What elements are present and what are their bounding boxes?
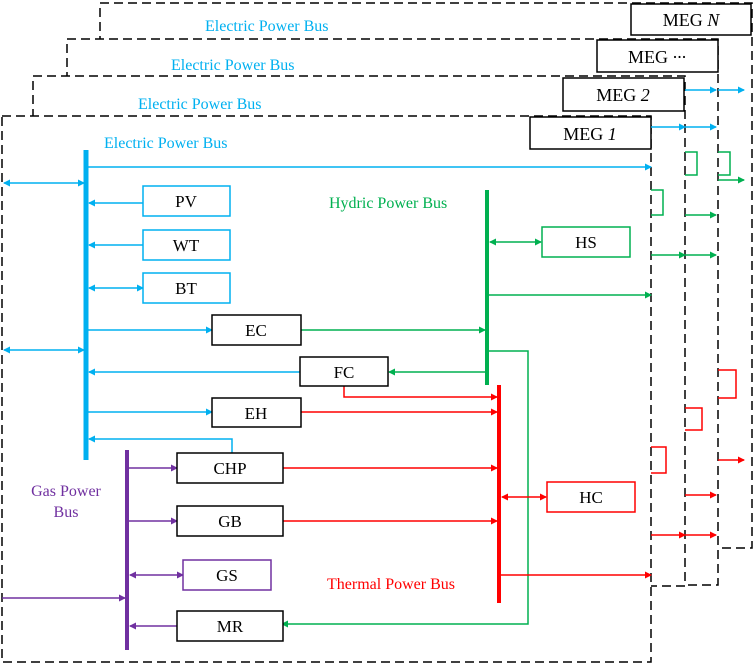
- layer-meg-dots-bus-label: Electric Power Bus: [171, 57, 295, 74]
- device-gb: GB: [176, 505, 284, 537]
- device-mr: MR: [176, 610, 284, 642]
- svg-text:EH: EH: [245, 404, 268, 423]
- device-hs: HS: [541, 226, 631, 258]
- svg-text:HC: HC: [579, 488, 603, 507]
- layer-meg-n-title-box: [630, 3, 752, 36]
- electric-bus-label: Electric Power Bus: [104, 135, 228, 152]
- layer-meg-n-title: MEG N: [663, 10, 721, 30]
- gas-bus-label-line1: Gas Power: [31, 483, 101, 500]
- layer-meg-1: MEG 1 Electric Power Bus Hydric Power Bu…: [1, 115, 698, 663]
- svg-text:GB: GB: [218, 512, 242, 531]
- device-pv: PV: [142, 185, 231, 217]
- svg-text:EC: EC: [245, 321, 267, 340]
- svg-text:PV: PV: [175, 192, 197, 211]
- svg-text:MR: MR: [217, 617, 244, 636]
- svg-text:HS: HS: [575, 233, 597, 252]
- svg-text:GS: GS: [216, 566, 238, 585]
- layer-meg-2-title: MEG 2: [596, 85, 650, 105]
- device-fc: FC: [299, 356, 389, 387]
- device-bt: BT: [142, 272, 231, 304]
- layer-meg-1-title-box: [529, 116, 652, 150]
- device-wt: WT: [142, 229, 231, 261]
- svg-text:FC: FC: [334, 363, 355, 382]
- svg-text:BT: BT: [175, 279, 197, 298]
- hydric-bus-label: Hydric Power Bus: [329, 195, 447, 212]
- layer-meg-1-title: MEG 1: [563, 124, 617, 144]
- layer-meg-dots-title: MEG ···: [628, 47, 686, 67]
- svg-text:CHP: CHP: [213, 459, 246, 478]
- layer-meg-n-bus-label: Electric Power Bus: [205, 18, 329, 35]
- device-gs: GS: [182, 559, 272, 591]
- thermal-bus-label: Thermal Power Bus: [327, 576, 455, 593]
- device-chp: CHP: [176, 452, 284, 484]
- layer-meg-dots-title-box: [596, 39, 719, 73]
- svg-text:WT: WT: [173, 236, 200, 255]
- layer-meg-2-title-box: [562, 77, 685, 112]
- device-hc: HC: [546, 481, 636, 513]
- device-ec: EC: [211, 314, 302, 346]
- layer-meg-2-bus-label: Electric Power Bus: [138, 96, 262, 113]
- gas-bus-label-line2: Bus: [54, 504, 79, 521]
- device-eh: EH: [211, 397, 302, 428]
